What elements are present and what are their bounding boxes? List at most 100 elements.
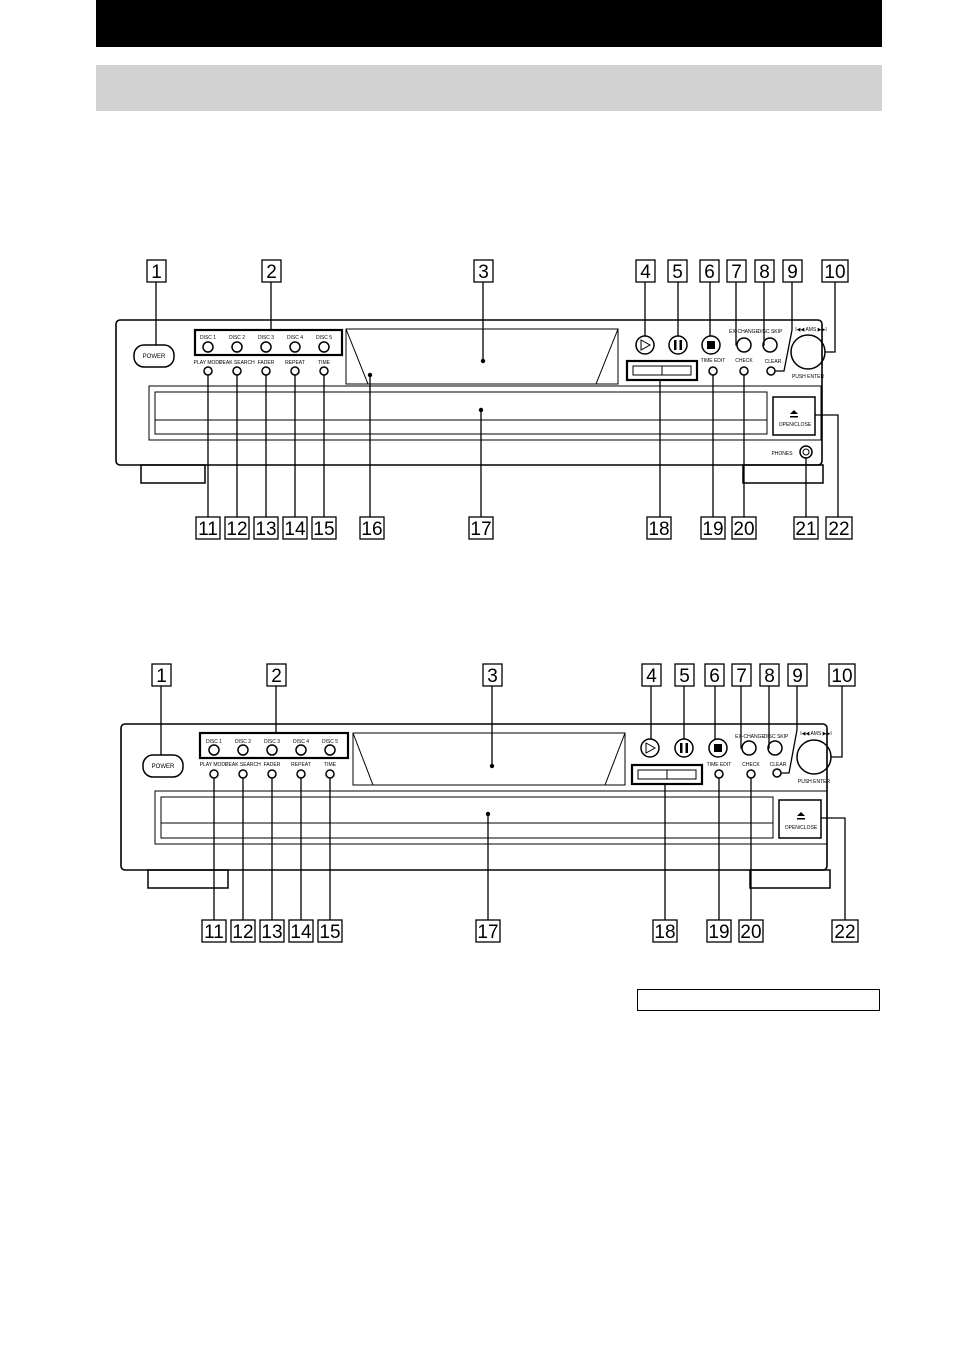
svg-text:10: 10	[824, 262, 845, 283]
svg-text:22: 22	[828, 519, 849, 540]
svg-text:FADER: FADER	[258, 360, 275, 366]
header-bar	[96, 0, 882, 47]
disc-tray	[148, 385, 822, 441]
callout-7: 7	[731, 663, 752, 687]
callout-1: 1	[151, 663, 172, 687]
svg-text:20: 20	[733, 519, 754, 540]
callout-9: 9	[782, 259, 803, 283]
callout-20: 20	[731, 516, 757, 540]
left-foot	[140, 464, 206, 484]
svg-text:14: 14	[284, 519, 306, 540]
disc-button-group	[193, 328, 344, 357]
callout-2: 2	[261, 259, 282, 283]
svg-text:11: 11	[204, 922, 224, 943]
svg-text:REPEAT: REPEAT	[291, 762, 311, 768]
power-label: POWER	[143, 354, 166, 360]
svg-text:19: 19	[702, 519, 723, 540]
svg-text:13: 13	[261, 922, 282, 943]
svg-text:1: 1	[151, 262, 162, 283]
svg-text:PUSH ENTER: PUSH ENTER	[798, 779, 831, 785]
callout-10: 10	[828, 663, 856, 687]
callout-8: 8	[754, 259, 775, 283]
svg-text:DISC 3: DISC 3	[258, 335, 274, 341]
callout-14: 14	[282, 516, 308, 540]
note-box	[637, 989, 880, 1011]
callout-14: 14	[288, 919, 314, 943]
svg-text:8: 8	[759, 262, 770, 283]
svg-text:DISC 5: DISC 5	[316, 335, 332, 341]
svg-text:CLEAR: CLEAR	[770, 762, 787, 768]
section-band	[96, 65, 882, 111]
svg-text:CLEAR: CLEAR	[765, 359, 782, 365]
callout-22: 22	[831, 919, 859, 943]
power-button	[133, 344, 175, 368]
right-foot	[742, 464, 824, 484]
disc-buttons: DISC 1 DISC 2 DISC 3 DISC 4 DISC 5	[206, 739, 338, 756]
svg-text:13: 13	[255, 519, 276, 540]
svg-text:1: 1	[156, 666, 167, 687]
callout-3: 3	[473, 259, 494, 283]
play-button	[640, 738, 660, 758]
svg-text:REPEAT: REPEAT	[285, 360, 305, 366]
left-foot	[147, 869, 229, 889]
callout-11: 11	[195, 516, 221, 540]
disc-button-group	[198, 731, 350, 760]
svg-text:4: 4	[640, 262, 651, 283]
svg-text:TIME: TIME	[318, 360, 331, 366]
svg-text:20: 20	[740, 922, 761, 943]
svg-text:DISC 4: DISC 4	[293, 739, 309, 745]
svg-text:18: 18	[654, 922, 675, 943]
svg-text:4: 4	[646, 666, 657, 687]
callout-2: 2	[266, 663, 287, 687]
svg-text:2: 2	[271, 666, 282, 687]
svg-text:I◀◀ AMS ▶▶I: I◀◀ AMS ▶▶I	[795, 327, 827, 333]
skip-search-group	[630, 763, 704, 786]
callout-3: 3	[482, 663, 503, 687]
callout-17: 17	[475, 919, 501, 943]
svg-text:7: 7	[736, 666, 747, 687]
stop-button	[708, 738, 728, 758]
callout-6: 6	[699, 259, 720, 283]
callout-22: 22	[825, 516, 853, 540]
svg-text:12: 12	[232, 922, 253, 943]
svg-text:6: 6	[709, 666, 720, 687]
svg-text:21: 21	[795, 519, 816, 540]
callout-19: 19	[706, 919, 732, 943]
svg-text:19: 19	[708, 922, 729, 943]
svg-text:6: 6	[704, 262, 715, 283]
svg-text:17: 17	[470, 519, 491, 540]
svg-text:PLAY MODE: PLAY MODE	[194, 360, 223, 366]
svg-text:POWER: POWER	[152, 764, 175, 770]
svg-text:2: 2	[266, 262, 277, 283]
svg-text:15: 15	[313, 519, 334, 540]
svg-text:OPEN/CLOSE: OPEN/CLOSE	[779, 422, 812, 428]
callout-5: 5	[674, 663, 695, 687]
svg-text:8: 8	[764, 666, 775, 687]
right-foot	[749, 869, 831, 889]
svg-text:TIME EDIT: TIME EDIT	[707, 762, 732, 768]
svg-text:12: 12	[226, 519, 247, 540]
callout-5: 5	[667, 259, 688, 283]
svg-text:OPEN/CLOSE: OPEN/CLOSE	[785, 825, 818, 831]
svg-text:5: 5	[672, 262, 683, 283]
callout-10: 10	[821, 259, 849, 283]
svg-text:PHONES: PHONES	[771, 451, 793, 457]
open-close-button	[778, 799, 822, 839]
svg-text:11: 11	[198, 519, 218, 540]
svg-text:16: 16	[361, 519, 382, 540]
svg-text:DISC 4: DISC 4	[287, 335, 303, 341]
callout-13: 13	[253, 516, 279, 540]
svg-text:DISC 5: DISC 5	[322, 739, 338, 745]
callout-18: 18	[646, 516, 672, 540]
front-panel-diagram-b: 1 2 3 4 5 6 7 8 9 10 POWER DISC 1 DISC 2…	[120, 663, 859, 943]
svg-text:3: 3	[487, 666, 498, 687]
callout-8: 8	[759, 663, 780, 687]
callout-18: 18	[652, 919, 678, 943]
svg-text:TIME EDIT: TIME EDIT	[701, 358, 726, 364]
callout-1: 1	[146, 259, 167, 283]
svg-text:3: 3	[478, 262, 489, 283]
skip-search-group	[625, 359, 699, 382]
svg-text:PEAK SEARCH: PEAK SEARCH	[219, 360, 255, 366]
svg-text:DISC 2: DISC 2	[229, 335, 245, 341]
callout-13: 13	[259, 919, 285, 943]
